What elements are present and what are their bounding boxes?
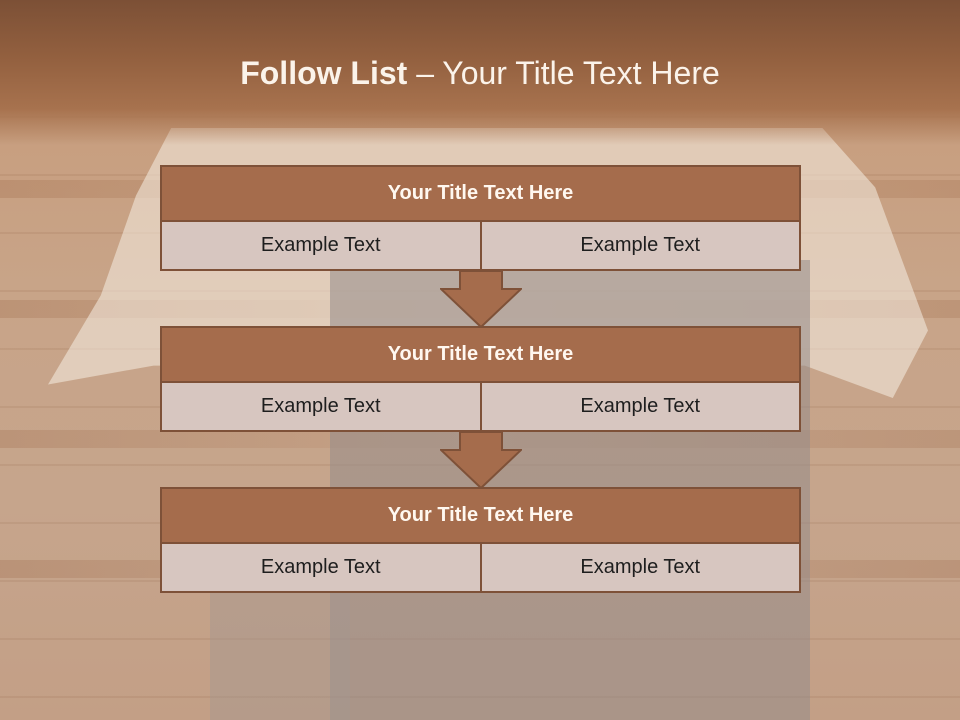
step-box-3: Your Title Text Here Example Text Exampl… <box>160 487 801 593</box>
step-box-1: Your Title Text Here Example Text Exampl… <box>160 165 801 271</box>
step-cell-right: Example Text <box>481 383 801 432</box>
step-row: Example Text Example Text <box>160 222 801 271</box>
step-row: Example Text Example Text <box>160 544 801 593</box>
step-heading: Your Title Text Here <box>160 326 801 383</box>
step-box-2: Your Title Text Here Example Text Exampl… <box>160 326 801 432</box>
step-cell-left: Example Text <box>160 222 482 271</box>
step-row: Example Text Example Text <box>160 383 801 432</box>
step-cell-right: Example Text <box>481 222 801 271</box>
step-cell-left: Example Text <box>160 383 482 432</box>
down-arrow-icon <box>440 432 522 489</box>
title-band <box>0 0 960 145</box>
down-arrow-icon <box>440 271 522 328</box>
step-cell-left: Example Text <box>160 544 482 593</box>
slide-title: Follow List – Your Title Text Here <box>0 55 960 92</box>
title-strong: Follow List <box>240 55 408 91</box>
title-rest: – Your Title Text Here <box>407 55 720 91</box>
step-cell-right: Example Text <box>481 544 801 593</box>
step-heading: Your Title Text Here <box>160 487 801 544</box>
step-heading: Your Title Text Here <box>160 165 801 222</box>
